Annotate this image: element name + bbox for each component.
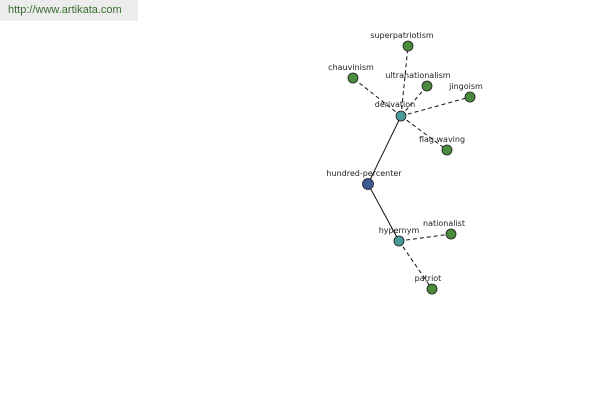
edge-derivation-jingoism bbox=[400, 96, 471, 117]
edge-derivation-chauvinism bbox=[352, 77, 402, 117]
edges-layer bbox=[352, 45, 471, 290]
nodes-layer bbox=[347, 40, 476, 295]
node-label-hundred-percenter[interactable]: hundred-percenter bbox=[326, 169, 402, 178]
node-label-chauvinism[interactable]: chauvinism bbox=[328, 63, 374, 72]
node-label-superpatriotism[interactable]: superpatriotism bbox=[370, 31, 434, 40]
node-label-nationalist[interactable]: nationalist bbox=[423, 219, 465, 228]
edge-hundred-percenter-derivation bbox=[367, 115, 402, 185]
node-label-patriot[interactable]: patriot bbox=[415, 274, 442, 283]
node-patriot[interactable] bbox=[426, 283, 438, 295]
node-label-hypernym[interactable]: hypernym bbox=[379, 226, 420, 235]
node-superpatriotism[interactable] bbox=[402, 40, 414, 52]
edge-derivation-superpatriotism bbox=[400, 45, 409, 117]
labels-layer: hundred-percenter derivation hypernym super… bbox=[326, 31, 483, 283]
node-label-ultranationalism[interactable]: ultranationalism bbox=[385, 71, 450, 80]
node-label-derivation[interactable]: derivation bbox=[375, 100, 415, 109]
node-label-flag-waving[interactable]: flag waving bbox=[419, 135, 465, 144]
node-hypernym[interactable] bbox=[393, 235, 405, 247]
edge-hypernym-patriot bbox=[398, 240, 433, 290]
node-flag-waving[interactable] bbox=[441, 144, 453, 156]
edge-derivation-flag-waving bbox=[400, 115, 448, 151]
node-nationalist[interactable] bbox=[445, 228, 457, 240]
node-hundred-percenter[interactable] bbox=[362, 178, 374, 190]
node-chauvinism[interactable] bbox=[347, 72, 359, 84]
site-url-banner[interactable]: http://www.artikata.com bbox=[0, 0, 138, 21]
node-jingoism[interactable] bbox=[464, 91, 476, 103]
edge-hundred-percenter-hypernym bbox=[367, 183, 400, 242]
node-label-jingoism[interactable]: jingoism bbox=[448, 82, 483, 91]
node-derivation[interactable] bbox=[395, 110, 407, 122]
edge-hypernym-nationalist bbox=[398, 233, 452, 242]
node-ultranationalism[interactable] bbox=[421, 80, 433, 92]
